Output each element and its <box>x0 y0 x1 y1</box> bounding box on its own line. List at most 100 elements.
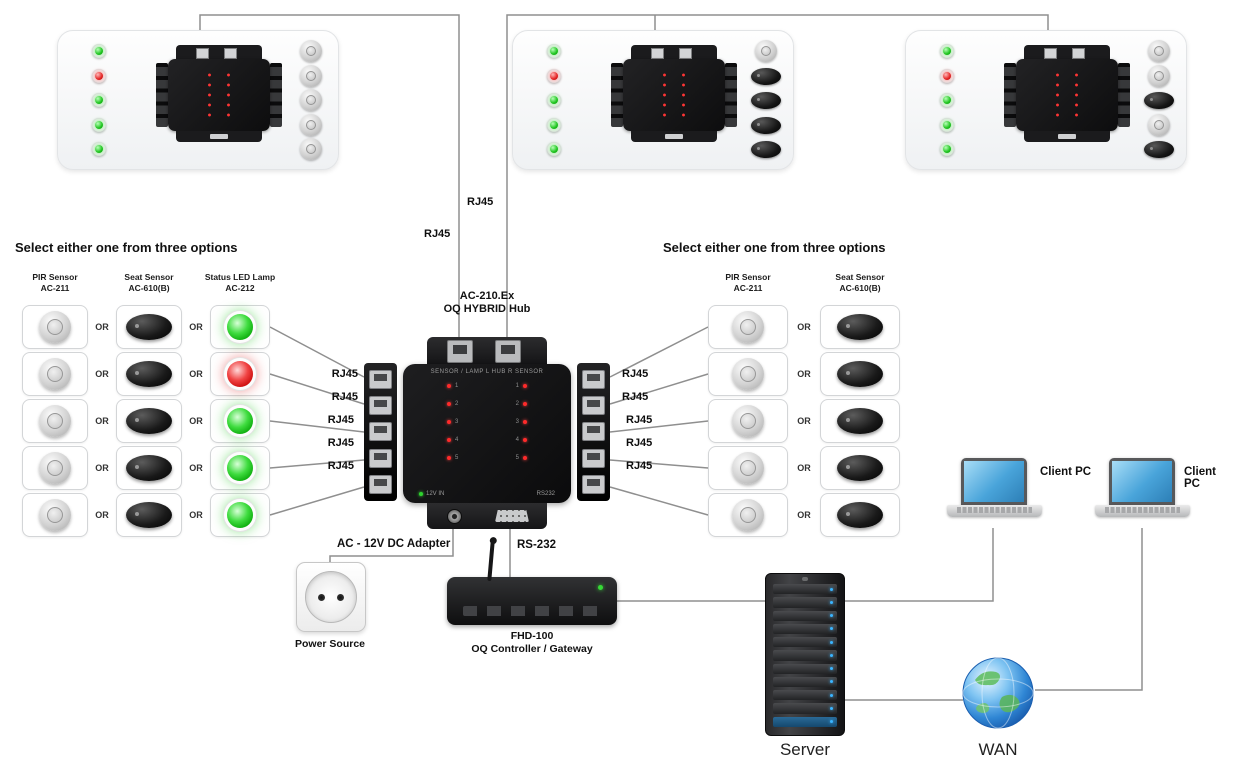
option-row: OR <box>708 399 900 443</box>
mini-hub-body <box>1016 59 1118 131</box>
wan-label: WAN <box>978 740 1018 759</box>
option-row: OR <box>708 305 900 349</box>
pir-sensor-icon <box>732 452 764 484</box>
rj45-label: RJ45 <box>331 391 358 403</box>
mini-hub-device <box>156 45 282 145</box>
power-source-label: Power Source <box>294 638 366 650</box>
option-row: OR <box>708 493 900 537</box>
hub-device: SENSOR / LAMP L HUB R SENSOR 1 2 3 4 5 1… <box>403 364 571 503</box>
rj45-label: RJ45 <box>626 460 653 472</box>
right-options-title: Select either one from three options <box>663 240 886 255</box>
hub-panel-text: SENSOR / LAMP L HUB R SENSOR <box>430 369 544 375</box>
seat-sensor-icon <box>837 455 883 481</box>
room-panel-3 <box>905 30 1187 170</box>
mini-hub-ports <box>631 45 717 59</box>
mini-hub-leds <box>200 70 238 120</box>
or-label: OR <box>95 322 109 332</box>
status-led <box>547 142 561 156</box>
status-led <box>940 93 954 107</box>
client-pc-laptop-1 <box>947 458 1042 528</box>
mini-hub-leds <box>1048 70 1086 120</box>
or-label: OR <box>95 416 109 426</box>
sensor-icon <box>1144 140 1174 158</box>
sensor-icon <box>751 91 781 109</box>
rj45-port-icon <box>582 448 605 468</box>
power-socket <box>296 562 366 632</box>
option-row: OR <box>708 446 900 490</box>
status-led <box>92 93 106 107</box>
sensor-icon <box>751 140 781 158</box>
client-pc-laptop-2 <box>1095 458 1190 528</box>
mini-hub-device <box>1004 45 1130 145</box>
sensor-icon <box>300 89 322 111</box>
mini-hub-bottom <box>176 131 262 142</box>
laptop-screen <box>1109 458 1175 505</box>
mini-hub-right-strip <box>1118 63 1130 127</box>
rj45-label: RJ45 <box>467 196 494 208</box>
mini-hub-bottom <box>631 131 717 142</box>
server-label: Server <box>779 740 831 759</box>
or-label: OR <box>95 510 109 520</box>
status-led <box>547 44 561 58</box>
rj45-label: RJ45 <box>622 368 649 380</box>
mini-hub-leds <box>655 70 693 120</box>
rj45-port-icon <box>495 340 521 363</box>
pir-sensor-icon <box>39 358 71 390</box>
seat-sensor-icon <box>126 314 172 340</box>
controller-name-label: OQ Controller / Gateway <box>471 643 593 655</box>
sensor-icon <box>1148 65 1170 87</box>
adapter-label: AC - 12V DC Adapter <box>337 538 451 550</box>
status-led <box>940 118 954 132</box>
or-label: OR <box>189 416 203 426</box>
wan-globe-icon <box>961 656 1035 735</box>
rj45-label: RJ45 <box>424 228 451 240</box>
mini-hub-left-strip <box>156 63 168 127</box>
laptop-screen <box>961 458 1027 505</box>
pir-sensor-icon <box>39 311 71 343</box>
status-led <box>547 69 561 83</box>
rj45-label: RJ45 <box>327 437 354 449</box>
or-label: OR <box>797 463 811 473</box>
laptop-keyboard <box>947 505 1042 517</box>
seat-sensor-icon <box>837 361 883 387</box>
seat-sensor-icon <box>837 502 883 528</box>
status-led <box>92 69 106 83</box>
or-label: OR <box>95 463 109 473</box>
left-options-title: Select either one from three options <box>15 240 238 255</box>
antenna-icon <box>487 540 495 582</box>
or-label: OR <box>797 510 811 520</box>
socket-face-icon <box>305 571 357 623</box>
hub-left-port-strip <box>364 363 397 501</box>
sensor-icon <box>300 40 322 62</box>
hub-uplink-ports <box>427 337 547 364</box>
client-pc-label: Client PC <box>1184 466 1216 490</box>
rj45-label: RJ45 <box>331 368 358 380</box>
sensor-icon <box>751 67 781 85</box>
mini-hub-ports <box>176 45 262 59</box>
sensor-icon <box>1148 114 1170 136</box>
laptop-keyboard <box>1095 505 1190 517</box>
pir-sensor-icon <box>732 499 764 531</box>
mini-hub-bottom <box>1024 131 1110 142</box>
status-led <box>92 142 106 156</box>
controller-model-label: FHD-100 <box>510 630 554 642</box>
seat-sensor-icon <box>837 408 883 434</box>
pir-sensor-icon <box>39 405 71 437</box>
status-led-lamp <box>227 502 253 528</box>
rj45-port-icon <box>582 370 605 390</box>
option-row: OR OR <box>22 446 270 490</box>
mini-hub-device <box>611 45 737 145</box>
hub-right-port-strip <box>577 363 610 501</box>
rs232-label: RS-232 <box>517 539 556 551</box>
status-led-lamp <box>227 408 253 434</box>
server-tower <box>765 573 845 736</box>
seat-sensor-icon <box>837 314 883 340</box>
status-led-lamp <box>227 455 253 481</box>
or-label: OR <box>797 416 811 426</box>
pir-sensor-icon <box>39 452 71 484</box>
room-panel-1 <box>57 30 339 170</box>
mini-hub-body <box>623 59 725 131</box>
option-row: OR OR <box>22 493 270 537</box>
